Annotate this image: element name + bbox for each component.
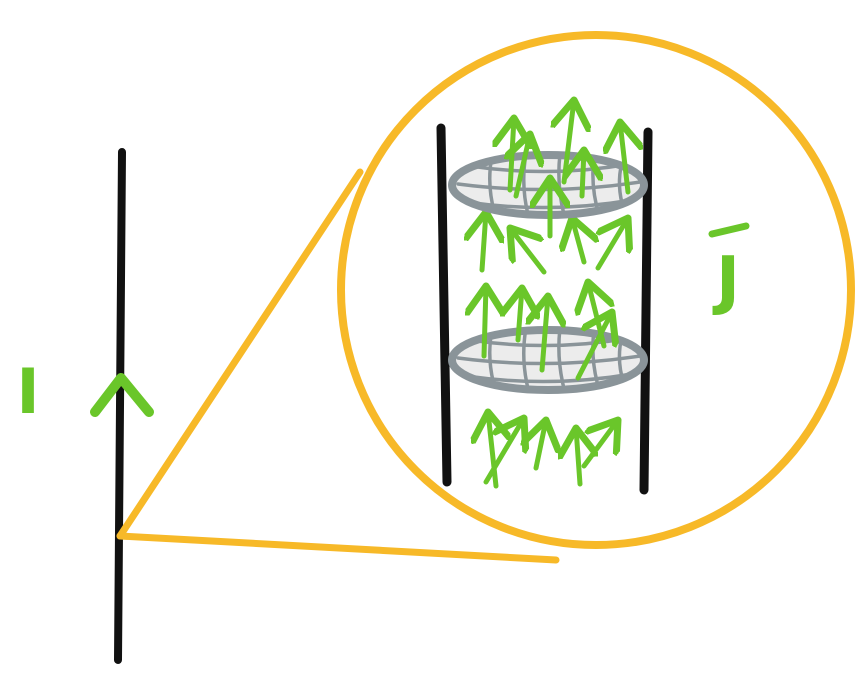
arrow	[576, 428, 580, 487]
arrow	[518, 288, 522, 343]
arrow	[575, 312, 612, 381]
zoom-connector-upper	[116, 168, 364, 540]
zoom-connector-lower	[116, 532, 560, 564]
arrow	[572, 218, 584, 265]
wire-line	[114, 148, 126, 664]
vector-bar	[708, 222, 750, 238]
wire-wall-left	[436, 123, 452, 487]
arrow	[482, 212, 486, 273]
arrow	[536, 420, 546, 471]
current-label: I	[16, 355, 39, 428]
arrow	[582, 150, 584, 199]
arrow	[542, 296, 548, 373]
current-density-arrows-top	[510, 100, 628, 239]
arrow	[483, 418, 524, 485]
arrow	[620, 122, 628, 195]
arrow	[598, 218, 628, 271]
arrow	[484, 286, 486, 359]
current-direction-chevron	[90, 373, 154, 417]
current-density-arrows-bottom	[483, 412, 618, 489]
current-density-arrows-middle	[482, 212, 628, 381]
magnified-view-circle	[337, 31, 855, 549]
arrow	[581, 420, 618, 469]
arrow	[510, 228, 547, 275]
arrow	[516, 134, 530, 199]
current-density-label: J	[712, 244, 740, 318]
current-density-label-group: J	[708, 222, 750, 318]
wire-wall-right	[639, 127, 653, 495]
